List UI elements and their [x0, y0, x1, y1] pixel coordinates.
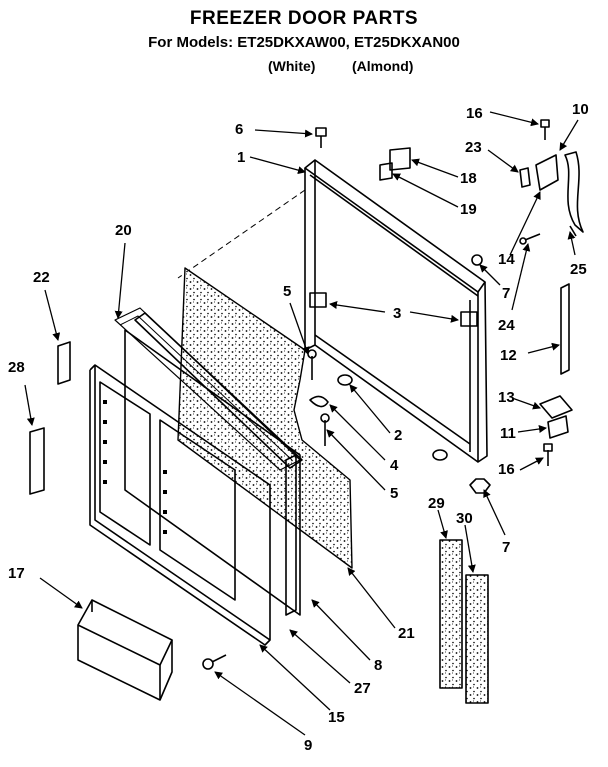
callout-9: 9 — [304, 737, 312, 754]
basket-17 — [77, 599, 173, 701]
callout-2: 2 — [394, 427, 402, 444]
screw-5-lower — [320, 413, 330, 446]
handle-clip-28 — [29, 427, 45, 495]
callout-16: 16 — [498, 461, 515, 478]
plate-19 — [379, 162, 393, 181]
hinge-bracket-right — [460, 311, 478, 327]
callout-19: 19 — [460, 201, 477, 218]
callout-24: 24 — [498, 317, 515, 334]
screw-24 — [519, 233, 541, 245]
callout-5: 5 — [283, 283, 291, 300]
callout-17: 17 — [8, 565, 25, 582]
callout-22: 22 — [33, 269, 50, 286]
screw-6 — [315, 127, 327, 148]
handle-clip-22 — [57, 341, 71, 385]
bumper-2-right — [432, 449, 448, 461]
door-stop-12 — [560, 283, 570, 375]
foam-block-29 — [439, 539, 463, 689]
callout-28: 28 — [8, 359, 25, 376]
page-title: FREEZER DOOR PARTS — [189, 8, 419, 29]
leader-lines — [24, 111, 579, 736]
screw-9 — [202, 654, 227, 670]
bumper-2-left — [337, 374, 353, 386]
callout-14: 14 — [498, 251, 515, 268]
callout-23: 23 — [465, 139, 482, 156]
plate-18 — [389, 147, 411, 171]
model-numbers: For Models: ET25DKXAW00, ET25DKXAN00 — [148, 34, 460, 51]
callout-5: 5 — [390, 485, 398, 502]
hinge-14 — [535, 154, 559, 191]
hinge-11 — [547, 415, 569, 439]
callout-27: 27 — [354, 680, 371, 697]
foam-insulation-21 — [177, 267, 353, 569]
cam-4 — [309, 395, 329, 408]
callout-6: 6 — [235, 121, 243, 138]
callout-10: 10 — [572, 101, 589, 118]
liner-edge-8 — [134, 312, 303, 469]
liner-panel-27 — [124, 329, 301, 616]
bushing-7-lower — [469, 478, 491, 494]
callout-7: 7 — [502, 285, 510, 302]
screw-5-upper — [307, 349, 317, 380]
callout-8: 8 — [374, 657, 382, 674]
callout-1: 1 — [237, 149, 245, 166]
callout-7: 7 — [502, 539, 510, 556]
callout-16: 16 — [466, 105, 483, 122]
screw-16-bottom — [543, 443, 553, 466]
shim-23 — [519, 167, 531, 188]
screw-16-top — [540, 119, 550, 140]
inner-door-panel — [89, 364, 271, 646]
callout-11: 11 — [500, 425, 516, 442]
hinge-13 — [539, 395, 573, 419]
hinge-bracket-left — [309, 292, 327, 308]
callout-13: 13 — [498, 389, 515, 406]
callout-25: 25 — [570, 261, 587, 278]
callout-4: 4 — [390, 457, 399, 474]
door-frame — [177, 159, 488, 463]
hinge-cover-10 — [564, 151, 584, 233]
callout-30: 30 — [456, 510, 473, 527]
callout-3: 3 — [393, 305, 401, 322]
callout-15: 15 — [328, 709, 345, 726]
foam-block-30 — [465, 574, 489, 704]
callout-labels: 6 1 16 10 23 18 19 20 22 5 3 14 25 7 24 … — [8, 101, 589, 754]
callout-21: 21 — [398, 625, 415, 642]
door-strip — [285, 454, 297, 616]
pin-7-upper — [471, 254, 483, 266]
callout-18: 18 — [460, 170, 477, 187]
callout-12: 12 — [500, 347, 517, 364]
variant-white-label: (White) — [268, 58, 316, 74]
variant-almond-label: (Almond) — [352, 58, 414, 74]
callout-20: 20 — [115, 222, 132, 239]
callout-29: 29 — [428, 495, 445, 512]
